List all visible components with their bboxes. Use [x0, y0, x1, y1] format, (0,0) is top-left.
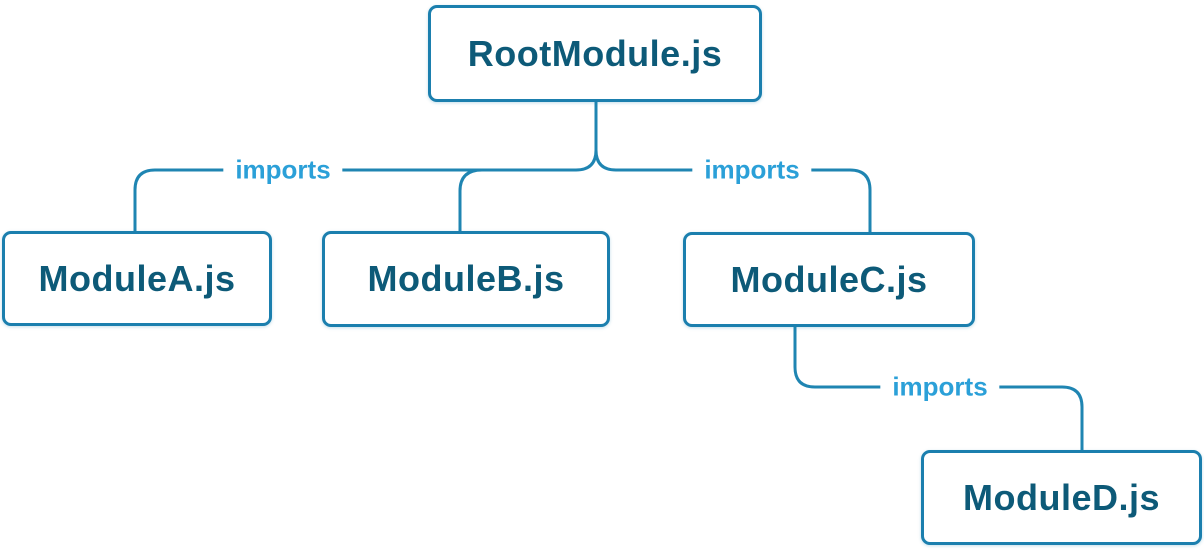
node-moduleA: ModuleA.js [2, 231, 272, 326]
node-rootmodule: RootModule.js [428, 5, 762, 102]
edge-root-to-moduleB [458, 168, 484, 233]
node-moduleC-label: ModuleC.js [730, 258, 928, 300]
edge-label-imports-left: imports [223, 154, 343, 186]
node-rootmodule-label: RootModule.js [467, 32, 723, 74]
node-moduleD-label: ModuleD.js [962, 476, 1160, 518]
node-moduleD: ModuleD.js [921, 450, 1202, 545]
node-moduleA-label: ModuleA.js [38, 257, 236, 299]
edge-root-to-moduleC [594, 148, 872, 234]
edge-label-imports-bottom: imports [880, 371, 1000, 403]
node-moduleB: ModuleB.js [322, 231, 610, 327]
node-moduleC: ModuleC.js [683, 232, 975, 327]
edge-label-imports-right: imports [692, 154, 812, 186]
node-moduleB-label: ModuleB.js [367, 258, 565, 299]
edge-root-to-moduleA [133, 148, 598, 233]
